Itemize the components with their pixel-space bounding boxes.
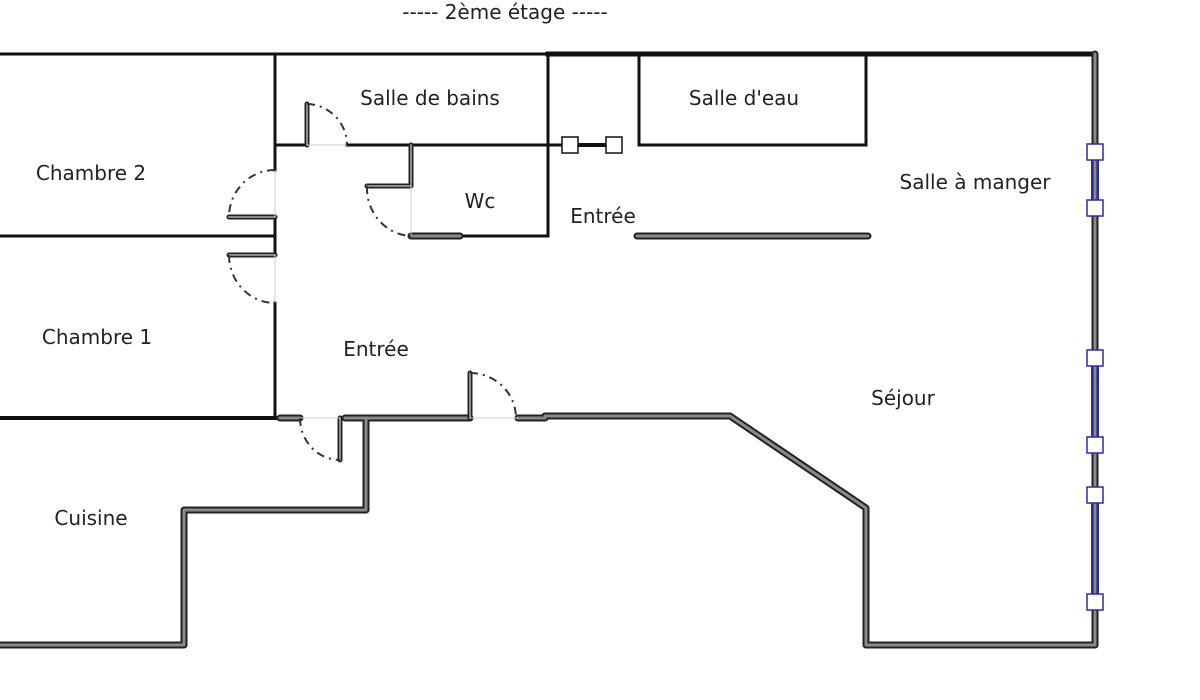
room-label-chambre-1: Chambre 1: [42, 325, 152, 349]
floor-title: ----- 2ème étage -----: [402, 0, 607, 24]
window-marker: [1086, 199, 1104, 217]
window-marker: [1086, 143, 1104, 161]
doors: [226, 101, 518, 463]
room-label-entree: Entrée: [343, 337, 409, 361]
exterior-walls: [0, 50, 1099, 649]
room-label-salle-deau: Salle d'eau: [689, 86, 799, 110]
room-label-wc: Wc: [465, 189, 496, 213]
window-marker: [561, 136, 579, 154]
room-label-entree-upper: Entrée: [570, 204, 636, 228]
room-label-salle-a-manger: Salle à manger: [900, 170, 1052, 194]
window-marker: [605, 136, 623, 154]
window-marker: [1086, 486, 1104, 504]
room-label-salle-de-bains: Salle de bains: [360, 86, 500, 110]
room-label-cuisine: Cuisine: [54, 506, 127, 530]
room-label-chambre-2: Chambre 2: [36, 161, 146, 185]
window-marker: [1086, 349, 1104, 367]
window-marker: [1086, 436, 1104, 454]
interior-walls: [0, 51, 1098, 420]
windows: [561, 136, 1104, 611]
window-marker: [1086, 593, 1104, 611]
room-label-sejour: Séjour: [871, 386, 935, 410]
room-labels: Chambre 2 Chambre 1 Cuisine Salle de bai…: [36, 86, 1051, 530]
